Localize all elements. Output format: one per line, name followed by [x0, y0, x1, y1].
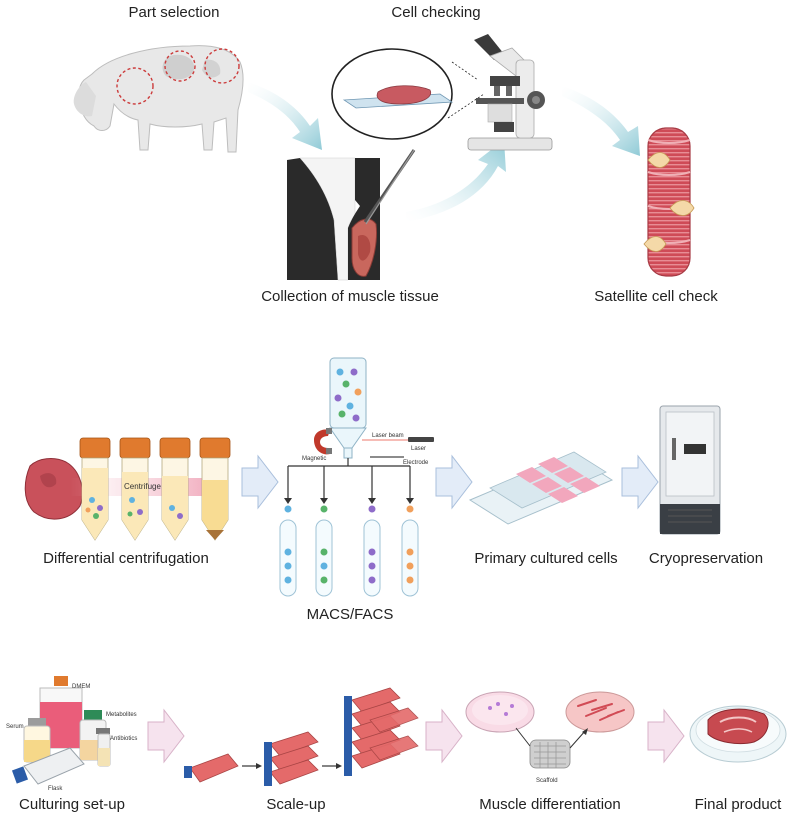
scaffold-label: Scaffold	[536, 778, 558, 784]
muscle-diff-label: Muscle differentiation	[479, 796, 621, 813]
cell-checking-label: Cell checking	[391, 4, 481, 21]
antibiotics-label: Antibiotics	[110, 736, 137, 742]
culture-plate	[468, 451, 614, 525]
part-selection-label: Part selection	[128, 4, 220, 21]
dmem-label: DMEM	[72, 684, 90, 690]
final-product-illustration	[689, 705, 787, 763]
scale-up-flasks	[184, 687, 419, 786]
sorted-tubes	[279, 519, 419, 597]
serum-label: Serum	[6, 724, 24, 730]
final-product-label: Final product	[694, 796, 782, 813]
centrifuge-label: Centrifuge	[124, 482, 161, 491]
step-arrow-4	[147, 708, 185, 764]
tissue-blob	[24, 458, 83, 520]
laser-label: Laser	[411, 446, 426, 452]
macs-facs-label: MACS/FACS	[306, 606, 394, 623]
differentiation-illustration	[465, 691, 635, 769]
electrode-label: Electrode	[403, 460, 429, 466]
tissue-collection-illustration	[287, 149, 416, 281]
step-arrow-6	[647, 708, 685, 764]
centrifuge-tubes	[79, 437, 231, 541]
freezer-illustration	[659, 405, 721, 535]
flow-arrow-1	[248, 82, 322, 150]
microscope-illustration	[467, 34, 553, 151]
step-arrow-5	[425, 708, 463, 764]
metabolites-label: Metabolites	[106, 712, 137, 718]
cell-sorter	[284, 357, 434, 513]
culture-bottles	[11, 676, 111, 785]
flow-arrow-2	[406, 140, 506, 222]
centrifuge-band	[70, 478, 228, 496]
cow-illustration	[73, 45, 244, 153]
step-arrow-2	[435, 454, 473, 510]
culturing-label: Culturing set-up	[19, 796, 125, 813]
satellite-label: Satellite cell check	[594, 288, 718, 305]
primary-cells-label: Primary cultured cells	[474, 550, 618, 567]
cryo-label: Cryopreservation	[648, 550, 764, 567]
scale-up-label: Scale-up	[266, 796, 326, 813]
muscle-fiber-illustration	[643, 127, 695, 277]
differential-label: Differential centrifugation	[43, 550, 209, 567]
step-arrow-3	[621, 454, 659, 510]
laser-beam-label: Laser beam	[372, 433, 404, 439]
magnified-slide	[331, 48, 485, 140]
flow-arrow-3	[562, 86, 640, 156]
flask-label: Flask	[48, 786, 63, 792]
collection-label: Collection of muscle tissue	[261, 288, 439, 305]
step-arrow-1	[241, 454, 279, 510]
magnetic-label: Magnetic	[302, 456, 326, 462]
